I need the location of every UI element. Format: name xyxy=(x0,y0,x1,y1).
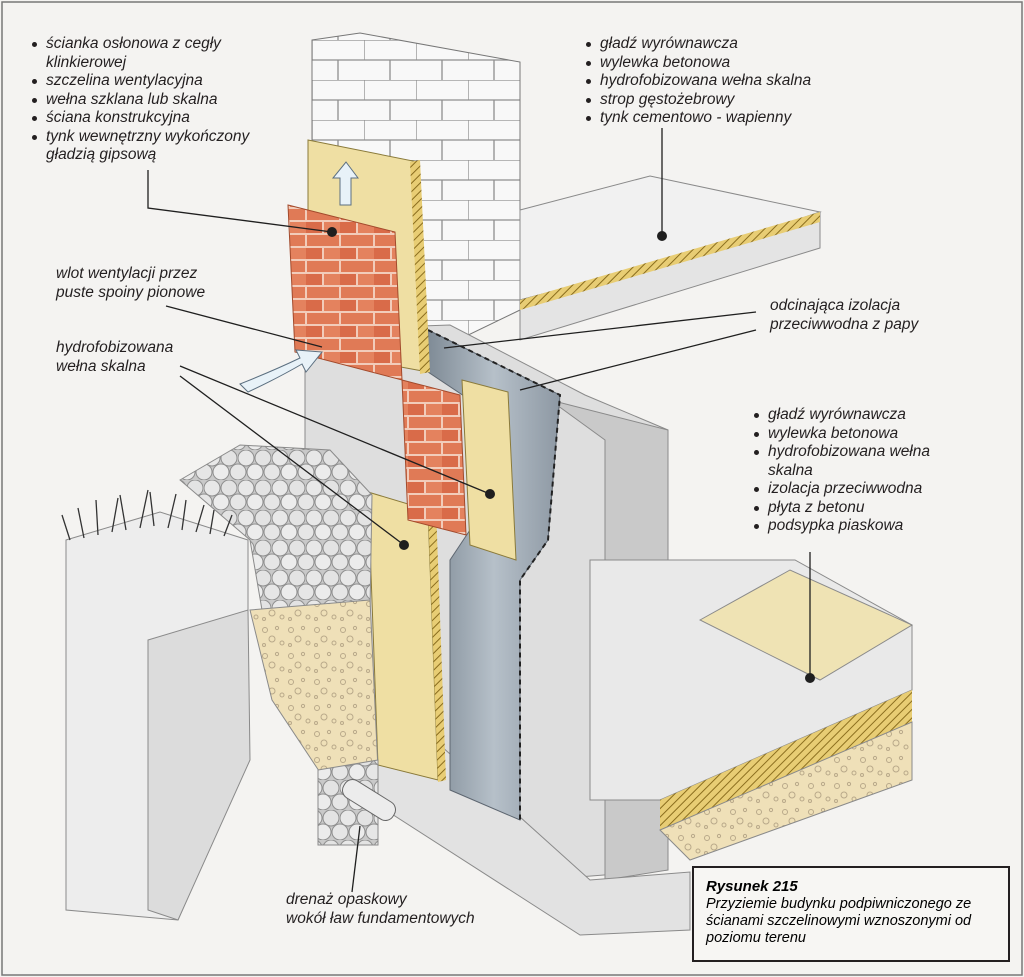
label-ventilation-inlet: wlot wentylacji przez puste spoiny piono… xyxy=(56,265,206,301)
label-drainage: drenaż opaskowy wokół ław fundamentowych xyxy=(286,891,475,927)
figure-caption: Rysunek 215 Przyziemie budynku podpiwnic… xyxy=(692,866,1010,962)
label-hydrophobic-wool: hydrofobizowana wełna skalna xyxy=(56,339,174,375)
figure-number: Rysunek 215 xyxy=(706,878,798,895)
label-wall-layer: wełna szklana lub skalna xyxy=(30,91,280,110)
label-ceiling-layers: gładź wyrównawcza wylewka betonowa hydro… xyxy=(584,35,874,128)
label-floor-layer: hydrofobizowana wełna skalna xyxy=(752,443,972,480)
label-wall-layer: szczelina wentylacyjna xyxy=(30,72,280,91)
label-ceiling-layer: wylewka betonowa xyxy=(584,54,874,73)
label-floor-layers: gładź wyrównawcza wylewka betonowa hydro… xyxy=(752,406,972,536)
label-floor-layer: gładź wyrównawcza xyxy=(752,406,972,425)
label-floor-layer: izolacja przeciwwodna xyxy=(752,480,972,499)
label-ceiling-layer: hydrofobizowana wełna skalna xyxy=(584,72,874,91)
label-ceiling-layer: tynk cementowo - wapienny xyxy=(584,109,874,128)
label-isolation: odcinająca izolacja przeciwwodna z papy xyxy=(770,297,919,333)
figure-caption-text: Przyziemie budynku podpiwniczonego ze śc… xyxy=(706,896,972,946)
label-ceiling-layer: gładź wyrównawcza xyxy=(584,35,874,54)
label-wall-layers: ścianka osłonowa z cegły klinkierowej sz… xyxy=(30,35,280,165)
label-floor-layer: podsypka piaskowa xyxy=(752,517,972,536)
label-floor-layer: wylewka betonowa xyxy=(752,425,972,444)
label-ceiling-layer: strop gęstożebrowy xyxy=(584,91,874,110)
label-floor-layer: płyta z betonu xyxy=(752,499,972,518)
label-wall-layer: tynk wewnętrzny wykończony gładzią gipso… xyxy=(30,128,280,165)
label-wall-layer: ścianka osłonowa z cegły klinkierowej xyxy=(30,35,280,72)
label-wall-layer: ściana konstrukcyjna xyxy=(30,109,280,128)
